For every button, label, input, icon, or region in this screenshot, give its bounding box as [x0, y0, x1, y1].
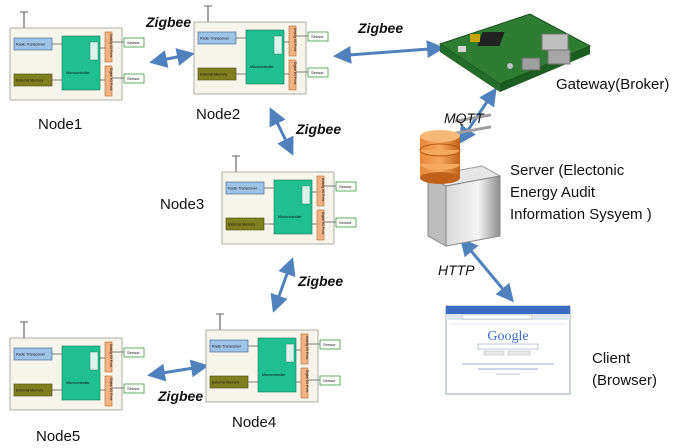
- link-node2-node3: [269, 107, 294, 156]
- zigbee-label-node5-node4: Zigbee: [158, 388, 204, 404]
- microcontroller-label: Microcontroller: [278, 215, 302, 219]
- external-memory-label: External Memory: [16, 389, 43, 393]
- sensor-bottom-block: [319, 375, 341, 386]
- sensor-top-label: Sensor: [339, 184, 352, 189]
- external-memory-label: External Memory: [16, 79, 43, 83]
- sensor-bottom-block: [335, 217, 357, 228]
- microcontroller-block: [61, 35, 101, 91]
- mcu-pin-block: [301, 185, 311, 205]
- node2-label: Node2: [196, 106, 241, 123]
- node5-label: Node5: [36, 428, 81, 445]
- link-node2-gateway: [333, 40, 445, 64]
- radio-transceiver-label: Radio Transceiver: [200, 37, 230, 41]
- server-label: Server (Electonic Energy Audit Informati…: [510, 162, 652, 223]
- radio-transceiver-label: Radio Transceiver: [228, 187, 258, 191]
- link-node5-node4: [147, 359, 209, 382]
- external-memory-label: External Memory: [228, 223, 255, 227]
- link-server-client: [460, 237, 514, 303]
- sensor-bottom-block: [123, 383, 145, 394]
- external-memory-label: External Memory: [212, 381, 239, 385]
- node4-label: Node4: [232, 414, 277, 431]
- sensor-top-label: Sensor: [127, 40, 140, 45]
- zigbee-label-node2-gateway: Zigbee: [358, 20, 404, 36]
- radio-transceiver-label: Radio Transceiver: [212, 345, 242, 349]
- microcontroller-label: Microcontroller: [66, 71, 90, 75]
- digital-ports-block: [300, 367, 309, 399]
- sensor-bottom-label: Sensor: [127, 76, 140, 81]
- digital-ports-block: [288, 59, 297, 91]
- browser-window-icon: Google: [445, 305, 571, 395]
- microcontroller-label: Microcontroller: [250, 65, 274, 69]
- sensor-bottom-label: Sensor: [339, 220, 352, 225]
- analog-ports-label: Analog I/O Ports: [305, 336, 309, 360]
- analog-ports-block: [104, 341, 113, 373]
- digital-ports-label: Digital I/O Ports: [305, 370, 309, 393]
- analog-ports-block: [288, 25, 297, 57]
- sensor-top-block: [123, 347, 145, 358]
- analog-ports-block: [316, 175, 325, 207]
- digital-ports-label: Digital I/O Ports: [321, 212, 325, 235]
- sensor-top-block: [335, 181, 357, 192]
- external-memory-label: External Memory: [200, 73, 227, 77]
- gateway-label: Gateway(Broker): [556, 76, 670, 93]
- mcu-pin-block: [89, 41, 99, 61]
- sensor-top-label: Sensor: [311, 34, 324, 39]
- zigbee-label-node3-node4: Zigbee: [298, 273, 344, 289]
- database-drums-icon: [419, 130, 461, 184]
- server-icon: [419, 113, 502, 247]
- digital-ports-block: [104, 375, 113, 407]
- sensor-top-block: [307, 31, 329, 42]
- sensor-bottom-block: [307, 67, 329, 78]
- zigbee-label-node1-node2: Zigbee: [146, 14, 192, 30]
- analog-ports-label: Analog I/O Ports: [321, 178, 325, 202]
- sensor-top-block: [123, 37, 145, 48]
- microcontroller-label: Microcontroller: [262, 373, 286, 377]
- mcu-pin-block: [273, 35, 283, 55]
- sensor-top-block: [319, 339, 341, 350]
- http-label: HTTP: [438, 262, 475, 278]
- mcu-pin-block: [285, 343, 295, 363]
- digital-ports-label: Digital I/O Ports: [293, 62, 297, 85]
- microcontroller-block: [257, 337, 297, 393]
- analog-ports-block: [300, 333, 309, 365]
- analog-ports-label: Analog I/O Ports: [109, 34, 113, 58]
- digital-ports-block: [104, 65, 113, 97]
- digital-ports-label: Digital I/O Ports: [109, 378, 113, 401]
- sensor-top-label: Sensor: [127, 350, 140, 355]
- mqtt-label: MQTT: [444, 110, 484, 126]
- sensor-top-label: Sensor: [323, 342, 336, 347]
- analog-ports-label: Analog I/O Ports: [109, 344, 113, 368]
- radio-transceiver-label: Radio Transceiver: [16, 43, 46, 47]
- google-logo: Google: [487, 329, 528, 344]
- mcu-pin-block: [89, 351, 99, 371]
- digital-ports-label: Digital I/O Ports: [109, 68, 113, 91]
- microcontroller-block: [61, 345, 101, 401]
- client-label: Client (Browser): [592, 350, 658, 389]
- analog-ports-block: [104, 31, 113, 63]
- zigbee-label-node2-node3: Zigbee: [296, 121, 342, 137]
- gateway-device-icon: [438, 13, 592, 92]
- radio-transceiver-label: Radio Transceiver: [16, 353, 46, 357]
- link-node1-node2: [149, 48, 195, 68]
- node1-label: Node1: [38, 116, 83, 133]
- digital-ports-block: [316, 209, 325, 241]
- analog-ports-label: Analog I/O Ports: [293, 28, 297, 52]
- sensor-bottom-label: Sensor: [323, 378, 336, 383]
- microcontroller-label: Microcontroller: [66, 381, 90, 385]
- sensor-bottom-block: [123, 73, 145, 84]
- sensor-bottom-label: Sensor: [311, 70, 324, 75]
- sensor-bottom-label: Sensor: [127, 386, 140, 391]
- node3-label: Node3: [160, 196, 205, 213]
- link-node3-node4: [270, 257, 296, 313]
